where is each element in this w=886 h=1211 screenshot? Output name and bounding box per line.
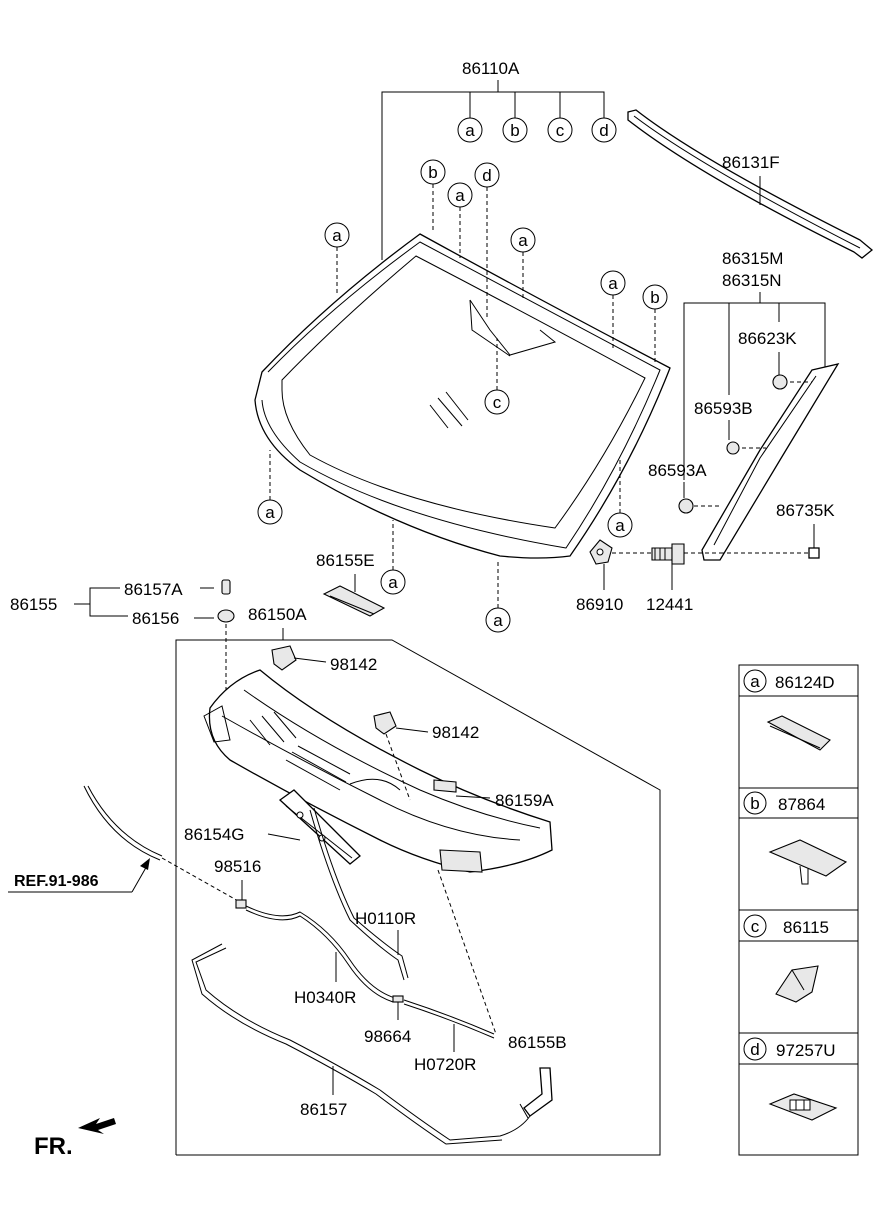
callout-circle [547,117,573,143]
label-86315N: 86315N [722,271,782,290]
legend-row-a: a 86124D [743,669,835,751]
callout-circle [591,117,617,143]
svg-text:b: b [510,121,519,140]
label-86159A: 86159A [495,791,554,810]
group-86155: 86155 86157A 86156 [10,579,235,742]
molding-86131F: 86131F [627,109,874,259]
legend-part-a: 86124D [775,673,835,692]
svg-text:a: a [332,226,342,245]
svg-text:b: b [650,288,659,307]
label-86156: 86156 [132,609,179,628]
svg-text:b: b [428,163,437,182]
bracket-86110A: 86110A a b c d [381,59,617,260]
label-86735K: 86735K [776,501,835,520]
svg-text:a: a [465,121,475,140]
svg-text:b: b [750,794,759,813]
svg-text:a: a [608,274,618,293]
washer-hoses: 98516 H0340R H0110R 98664 H0720R 86155B … [83,785,567,1145]
label-86110A: 86110A [462,59,520,78]
label-98142-b: 98142 [432,723,479,742]
legend-part-b: 87864 [778,795,825,814]
svg-text:a: a [265,503,275,522]
label-86910: 86910 [576,595,623,614]
label-86150A: 86150A [248,605,307,624]
label-86155: 86155 [10,595,57,614]
pillar-trim-group: 86315M 86315N 86623K 86593B 86593A 86735… [648,249,840,561]
label-12441: 12441 [646,595,693,614]
callout-circle [457,117,483,143]
svg-text:a: a [493,611,503,630]
label-H0720R: H0720R [414,1055,476,1074]
label-98142-a: 98142 [330,655,377,674]
cowl-panel: 98142 98142 86159A [203,645,554,873]
ref-91-986: REF.91-986 [14,873,99,890]
label-98516: 98516 [214,857,261,876]
svg-text:d: d [750,1040,759,1059]
windshield-glass [254,233,671,559]
label-86623K: 86623K [738,329,797,348]
label-86593A: 86593A [648,461,707,480]
label-86155E: 86155E [316,551,375,570]
legend-row-b: b 87864 [743,791,848,885]
windshield-callouts: b a d a a a b c a a a a [257,159,668,633]
clip-and-bolt: 86910 12441 [576,539,720,614]
front-arrow-icon [78,1118,116,1134]
seal-86155E: 86155E [316,551,386,617]
reference-label: REF.91-986 [8,858,150,893]
svg-text:d: d [599,121,608,140]
front-indicator: FR. [34,1118,116,1160]
label-86131F: 86131F [722,153,780,172]
svg-text:a: a [615,516,625,535]
label-86155B: 86155B [508,1033,567,1052]
label-86593B: 86593B [694,399,753,418]
legend-row-c: c 86115 [743,914,829,1003]
label-H0110R: H0110R [355,909,416,928]
label-86315M: 86315M [722,249,783,268]
svg-text:c: c [493,393,502,412]
label-86154G: 86154G [184,825,245,844]
svg-text:d: d [482,166,491,185]
legend-part-c: 86115 [783,918,829,937]
label-86157: 86157 [300,1100,347,1119]
svg-text:a: a [518,231,528,250]
svg-text:c: c [556,121,565,140]
label-98664: 98664 [364,1027,411,1046]
callout-circle [502,117,528,143]
front-label: FR. [34,1133,73,1160]
label-86157A: 86157A [124,580,183,599]
svg-text:c: c [751,917,760,936]
svg-text:a: a [750,672,760,691]
legend-table: a 86124D b 87864 c 86115 d 97257U [738,664,859,1156]
svg-text:a: a [388,573,398,592]
svg-text:a: a [455,186,465,205]
legend-row-d: d 97257U [743,1037,838,1121]
cowl-panel-box: 86150A [175,605,661,1156]
label-H0340R: H0340R [294,988,356,1007]
legend-part-d: 97257U [776,1041,836,1060]
